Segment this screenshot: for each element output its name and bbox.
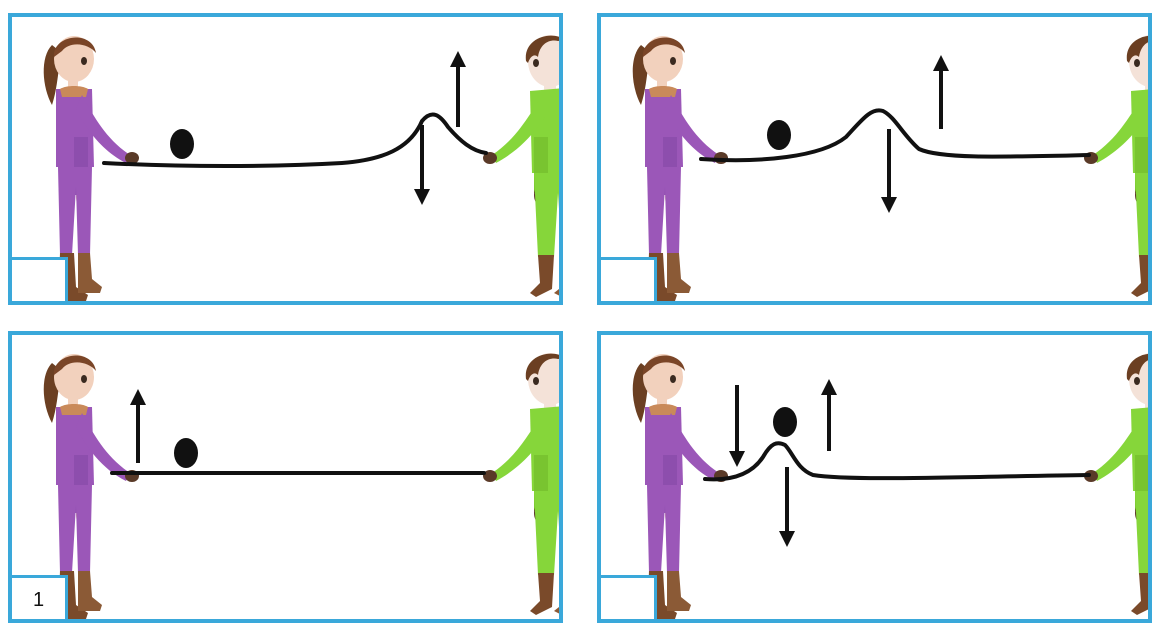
panel-number-box[interactable]: 1 xyxy=(12,575,68,619)
boy-figure xyxy=(1084,353,1148,615)
scene-bottom-left xyxy=(43,353,559,619)
rope xyxy=(699,108,1091,163)
ball xyxy=(170,129,194,159)
ball xyxy=(174,438,198,468)
scene-top-right xyxy=(632,35,1148,301)
boy-figure xyxy=(483,353,559,615)
scene-top-left xyxy=(43,35,559,301)
panel-top-left xyxy=(8,13,563,305)
ball xyxy=(773,407,797,437)
panel-number-box[interactable] xyxy=(12,257,68,301)
boy-figure xyxy=(1084,35,1148,297)
panel-number-box[interactable] xyxy=(601,575,657,619)
panel-number-box[interactable] xyxy=(601,257,657,301)
rope xyxy=(703,441,1091,482)
rope xyxy=(102,112,488,168)
scene-bottom-right xyxy=(632,353,1148,619)
boy-figure xyxy=(483,35,559,297)
panel-bottom-left: 1 xyxy=(8,331,563,623)
panel-top-right xyxy=(597,13,1152,305)
panel-bottom-right xyxy=(597,331,1152,623)
ball xyxy=(767,120,791,150)
